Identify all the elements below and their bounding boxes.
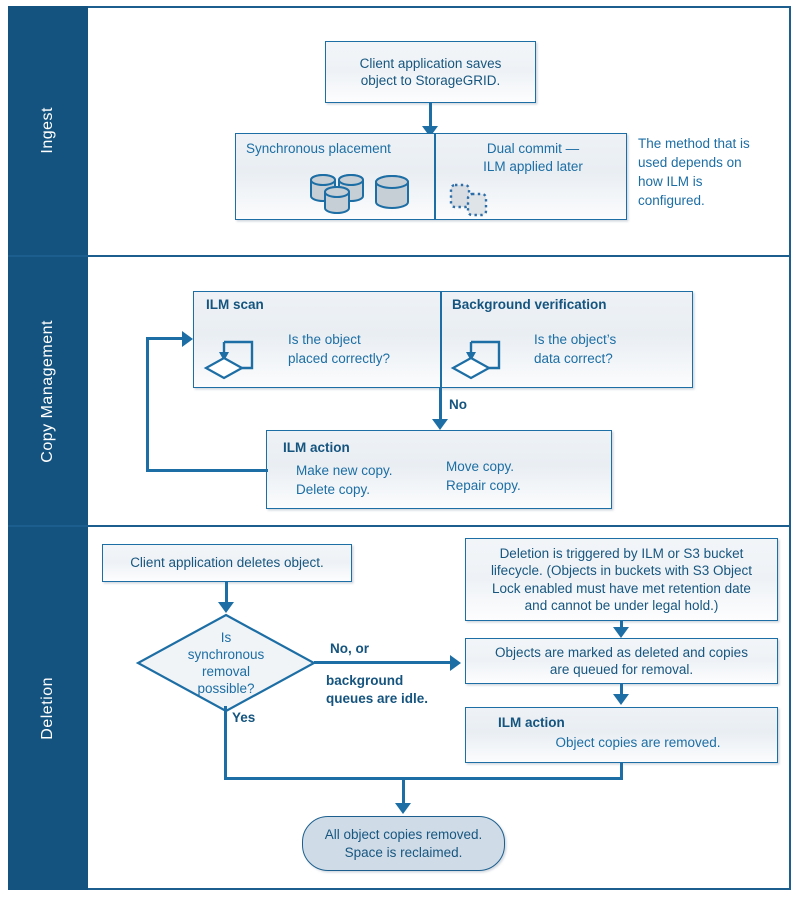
ingest-client-line2: object to StorageGRID.: [360, 73, 501, 88]
deletion-merge-hline: [402, 777, 623, 780]
ilm-action-body-deletion: Object copies are removed.: [555, 735, 721, 750]
deletion-terminator-arrow-head: [395, 803, 411, 814]
deletion-terminator-line2: Space is reclaimed.: [344, 844, 463, 860]
deletion-no-branch-head: [450, 655, 461, 671]
deletion-no-branch-label-2: background queues are idle.: [326, 672, 456, 707]
deletion-trigger-note-box: Deletion is triggered by ILM or S3 bucke…: [465, 538, 778, 621]
ilm-action-make-new-copy: Make new copy.: [296, 463, 393, 478]
lane-divider-1: [8, 255, 791, 257]
background-verification-question: Is the object’s data correct?: [534, 330, 694, 368]
ilm-action-title-deletion: ILM action: [498, 715, 565, 730]
deletion-decision-line1: Is: [220, 630, 232, 645]
loop-decision-icon-ilm-scan: [203, 340, 254, 380]
ilm-action-repair-copy: Repair copy.: [446, 478, 521, 494]
ingest-dual-commit-line2: ILM applied later: [483, 158, 583, 174]
ingest-dual-commit-line1: Dual commit —: [486, 141, 580, 156]
ingest-method-note: The method that is used depends on how I…: [638, 134, 788, 211]
ingest-dual-commit-cell: Dual commit — ILM applied later: [442, 140, 624, 215]
no-arrow-label: No: [449, 397, 467, 412]
deletion-decision-line3: removal: [201, 664, 250, 679]
ilm-action-box-deletion: ILM action: [465, 707, 778, 763]
deletion-marked-arrow-head: [613, 694, 629, 705]
deletion-trigger-arrow-head: [613, 627, 629, 638]
ingest-synchronous-placement-label: Synchronous placement: [246, 141, 391, 156]
deletion-no-branch-line: [314, 661, 454, 664]
dashed-pending-copies-icon: [449, 183, 488, 217]
deletion-yes-branch-hline: [224, 777, 404, 780]
ingest-method-note-line3: how ILM is: [638, 174, 703, 190]
deletion-yes-branch-label: Yes: [232, 710, 256, 725]
deletion-client-arrow-line: [225, 582, 228, 606]
deletion-decision-line4: possible?: [197, 681, 255, 696]
deletion-client-label: Client application deletes object.: [130, 555, 324, 571]
ingest-method-note-line4: configured.: [638, 193, 705, 209]
lane-label-copy-management-text: Copy Management: [39, 319, 56, 463]
loop-decision-icon-background-verification: [450, 340, 501, 380]
deletion-client-arrow-head: [218, 602, 234, 613]
ilm-scan-title: ILM scan: [206, 297, 264, 312]
deletion-marked-arrow-line: [620, 684, 623, 700]
deletion-terminator-line1: All object copies removed.: [324, 826, 483, 842]
deletion-no-branch-line2: background: [326, 673, 404, 688]
background-verification-question-line1: Is the object’s: [534, 332, 617, 347]
scan-verify-panel: [193, 291, 693, 388]
ingest-arrow-line: [429, 103, 432, 133]
ilm-action-delete-copy: Delete copy.: [296, 482, 371, 498]
ingest-arrow-head: [422, 126, 438, 137]
ingest-client-box: Client application saves object to Stora…: [325, 41, 536, 103]
background-verification-cell: Background verification: [452, 297, 688, 312]
deletion-marked-box: Objects are marked as deleted and copies…: [465, 638, 778, 684]
deletion-merge-vline: [620, 763, 623, 780]
ingest-synchronous-placement-cell: Synchronous placement: [246, 140, 426, 215]
ingest-method-note-line1: The method that is: [638, 136, 750, 151]
deletion-terminator-arrow-line: [402, 777, 405, 807]
deletion-decision-diamond: Is synchronous removal possible?: [135, 613, 317, 713]
lane-divider-2: [8, 525, 791, 527]
deletion-trigger-line2: lifecycle. (Objects in buckets with S3 O…: [490, 563, 753, 579]
ilm-action-title-copy-management: ILM action: [283, 440, 350, 455]
deletion-yes-branch-vline: [224, 706, 227, 780]
deletion-client-box: Client application deletes object.: [102, 544, 352, 582]
no-arrow-line: [439, 388, 442, 423]
ingest-method-panel: [235, 133, 627, 220]
deletion-decision-text: Is synchronous removal possible?: [136, 613, 316, 713]
ilm-action-column-1: Make new copy. Delete copy.: [296, 461, 436, 499]
deletion-marked-line2: are queued for removal.: [549, 662, 694, 677]
lane-label-deletion-text: Deletion: [39, 677, 56, 740]
deletion-marked-line1: Objects are marked as deleted and copies: [495, 644, 748, 660]
deletion-decision-line2: synchronous: [187, 647, 265, 662]
lane-label-copy-management: Copy Management: [8, 257, 88, 525]
deletion-trigger-line1: Deletion is triggered by ILM or S3 bucke…: [499, 545, 744, 561]
ilm-scan-question: Is the object placed correctly?: [288, 330, 438, 368]
background-verification-question-line2: data correct?: [534, 351, 613, 367]
feedback-loop-left: [146, 337, 149, 472]
ilm-scan-question-line1: Is the object: [288, 332, 361, 347]
feedback-loop-bottom: [146, 469, 268, 472]
ilm-action-move-copy: Move copy.: [446, 459, 515, 474]
storage-cylinders-icon: [310, 174, 409, 214]
deletion-terminator: All object copies removed. Space is recl…: [302, 816, 505, 871]
deletion-no-branch-line3: queues are idle.: [326, 690, 429, 706]
lane-label-deletion: Deletion: [8, 527, 88, 890]
ingest-method-note-line2: used depends on: [638, 155, 742, 171]
ingest-client-line1: Client application saves: [359, 55, 502, 71]
feedback-loop-top: [146, 337, 188, 340]
ilm-scan-question-line2: placed correctly?: [288, 351, 391, 367]
scan-verify-split: [440, 291, 442, 388]
lane-label-ingest: Ingest: [8, 6, 88, 255]
ingest-method-split: [434, 133, 436, 220]
deletion-trigger-line3: Lock enabled must have met retention dat…: [492, 580, 751, 596]
background-verification-title: Background verification: [452, 297, 607, 312]
feedback-loop-head: [182, 331, 193, 347]
deletion-trigger-line4: and cannot be under legal hold.): [524, 597, 719, 613]
ilm-action-column-2: Move copy. Repair copy.: [446, 457, 586, 495]
ilm-action-box-copy-management: ILM action: [266, 430, 612, 509]
deletion-no-branch-label-1: No, or: [330, 641, 369, 656]
lane-label-ingest-text: Ingest: [39, 107, 56, 154]
no-arrow-head: [432, 419, 448, 430]
ilm-scan-cell: ILM scan: [206, 297, 434, 312]
